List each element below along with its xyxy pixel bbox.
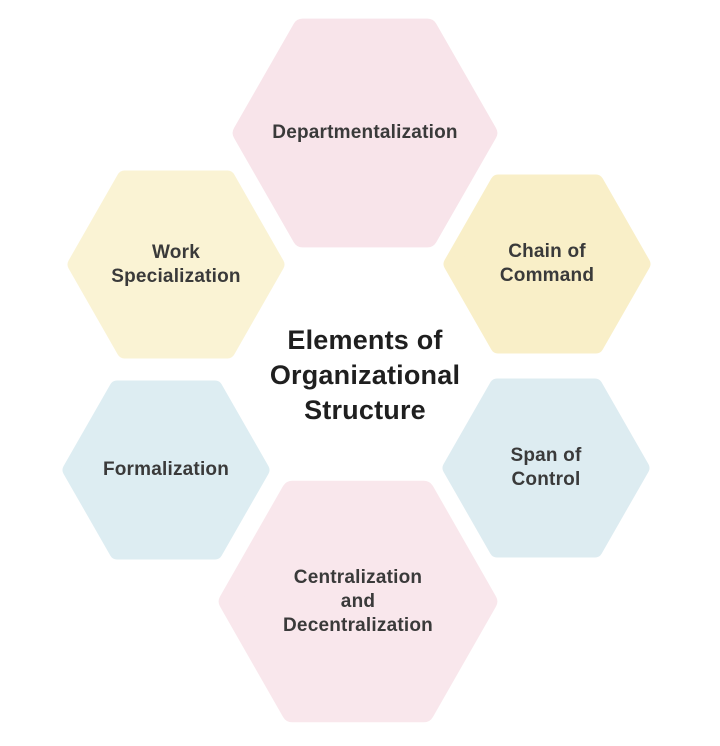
hexagon-chain-of-command: Chain of Command bbox=[443, 174, 651, 354]
diagram-title: Elements of Organizational Structure bbox=[269, 325, 461, 425]
hexagon-label-span-of-control: Span of Control bbox=[510, 445, 582, 490]
hexagon-centralization-and-decentralization: Centralization and Decentralization bbox=[218, 480, 498, 723]
hexagon-label-chain-of-command: Chain of Command bbox=[499, 241, 595, 286]
hexagon-departmentalization: Departmentalization bbox=[232, 18, 498, 248]
hexagon-shape bbox=[62, 380, 270, 560]
hexagon-span-of-control: Span of Control bbox=[442, 378, 650, 558]
hexagon-shape bbox=[218, 480, 498, 723]
hexagon-label-work-specialization: Work Specialization bbox=[111, 241, 241, 287]
hexagon-label-departmentalization: Departmentalization bbox=[272, 122, 458, 143]
hexagon-formalization: Formalization bbox=[62, 380, 270, 560]
hexagon-shape bbox=[232, 18, 498, 248]
hexagon-shape bbox=[67, 170, 285, 359]
hexagon-shape bbox=[442, 378, 650, 558]
hexagon-label-centralization-and-decentralization: Centralization and Decentralization bbox=[283, 566, 433, 636]
hexagon-shape bbox=[443, 174, 651, 354]
hexagon-label-formalization: Formalization bbox=[102, 459, 230, 480]
hexagon-work-specialization: Work Specialization bbox=[67, 170, 285, 359]
